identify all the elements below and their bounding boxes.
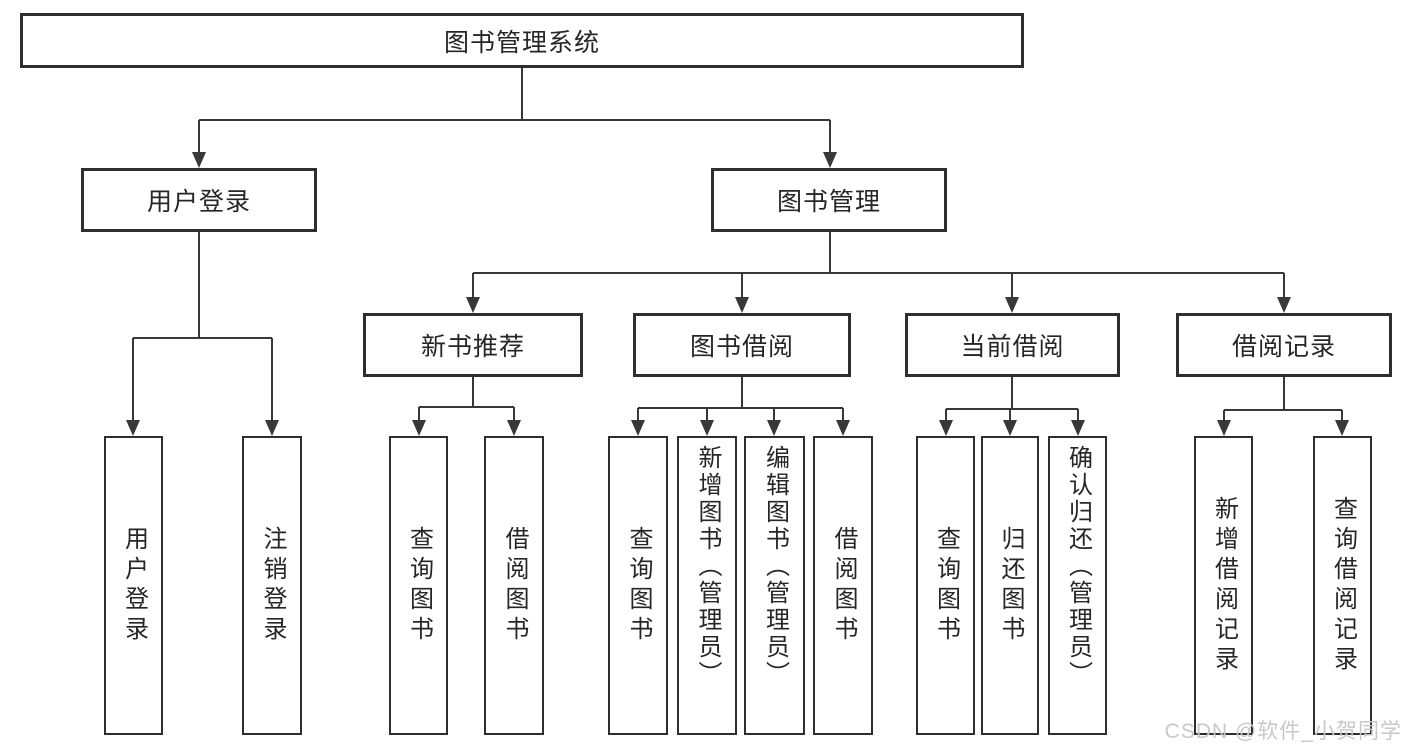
connector-line (1077, 409, 1079, 422)
node-bb-query-books: 查询图书 (608, 436, 668, 735)
node-root: 图书管理系统 (20, 13, 1024, 68)
connector-line (1011, 273, 1013, 299)
node-cb-return-books: 归还图书 (981, 436, 1039, 735)
connector-line (473, 272, 1284, 274)
connector-line (198, 232, 200, 338)
node-label-cb-confirm-return-admin: 确认归还（管理员） (1064, 445, 1092, 688)
connector-line (418, 407, 420, 422)
connector-line (1283, 377, 1285, 410)
node-bb-edit-books-admin: 编辑图书（管理员） (744, 436, 805, 735)
node-bb-borrow-books: 借阅图书 (813, 436, 873, 735)
arrowhead-down-icon (1005, 297, 1019, 313)
arrowhead-down-icon (1071, 420, 1085, 436)
node-label-logout: 注销登录 (259, 525, 286, 646)
connector-line (472, 273, 474, 299)
connector-line (1009, 409, 1011, 422)
connector-line (773, 408, 775, 422)
connector-line (829, 120, 831, 154)
connector-line (271, 338, 273, 422)
connector-line (842, 408, 844, 422)
csdn-watermark: CSDN @软件_小贺同学 (1164, 720, 1402, 743)
connector-line (706, 408, 708, 422)
node-label-root: 图书管理系统 (443, 28, 600, 57)
connector-line (741, 273, 743, 299)
arrowhead-down-icon (1003, 420, 1017, 436)
connector-line (829, 232, 831, 273)
connector-line (945, 409, 947, 422)
arrowhead-down-icon (631, 420, 645, 436)
node-user-login: 用户登录 (81, 168, 317, 232)
connector-line (741, 377, 743, 408)
connector-line (419, 406, 514, 408)
node-br-add-record: 新增借阅记录 (1194, 436, 1253, 735)
arrowhead-down-icon (1335, 420, 1349, 436)
node-book-borrowing: 图书借阅 (633, 313, 851, 377)
connector-line (637, 408, 639, 422)
connector-line (132, 338, 134, 422)
connector-line (1341, 410, 1343, 422)
arrowhead-down-icon (1217, 420, 1231, 436)
arrowhead-down-icon (126, 420, 140, 436)
connector-line (638, 407, 843, 409)
node-login: 用户登录 (104, 436, 163, 735)
node-label-new-book-recommend: 新书推荐 (420, 333, 525, 361)
connector-line (199, 119, 830, 121)
arrowhead-down-icon (767, 420, 781, 436)
arrowhead-down-icon (412, 420, 426, 436)
node-bb-add-books-admin: 新增图书（管理员） (677, 436, 737, 735)
connector-line (1283, 273, 1285, 299)
connector-line (946, 408, 1078, 410)
connector-line (1224, 409, 1342, 411)
node-label-bb-query-books: 查询图书 (625, 525, 652, 646)
connector-line (133, 337, 272, 339)
node-label-nbr-borrow-books: 借阅图书 (501, 525, 528, 646)
arrowhead-down-icon (507, 420, 521, 436)
node-label-cb-query-books: 查询图书 (932, 525, 960, 646)
node-br-query-record: 查询借阅记录 (1313, 436, 1372, 735)
node-label-book-management: 图书管理 (776, 188, 881, 216)
node-label-bb-edit-books-admin: 编辑图书（管理员） (761, 445, 789, 688)
node-label-user-login: 用户登录 (146, 188, 251, 216)
connector-line (513, 407, 515, 422)
node-label-current-borrowing: 当前借阅 (960, 333, 1065, 361)
arrowhead-down-icon (735, 297, 749, 313)
arrowhead-down-icon (939, 420, 953, 436)
connector-line (198, 120, 200, 154)
connector-line (521, 68, 523, 120)
node-current-borrowing: 当前借阅 (905, 313, 1120, 377)
node-nbr-query-books: 查询图书 (389, 436, 448, 735)
connector-line (1223, 410, 1225, 422)
arrowhead-down-icon (466, 297, 480, 313)
node-cb-confirm-return-admin: 确认归还（管理员） (1048, 436, 1107, 735)
connector-line (472, 377, 474, 407)
node-label-br-query-record: 查询借阅记录 (1329, 495, 1357, 676)
arrowhead-down-icon (836, 420, 850, 436)
node-label-login: 用户登录 (120, 525, 148, 646)
connector-line (1011, 377, 1013, 409)
node-nbr-borrow-books: 借阅图书 (484, 436, 544, 735)
node-new-book-recommend: 新书推荐 (363, 313, 583, 377)
node-label-book-borrowing: 图书借阅 (689, 333, 794, 361)
node-logout: 注销登录 (242, 436, 302, 735)
arrowhead-down-icon (823, 152, 837, 168)
arrowhead-down-icon (192, 152, 206, 168)
node-label-br-add-record: 新增借阅记录 (1210, 495, 1238, 676)
node-label-borrowing-records: 借阅记录 (1231, 333, 1336, 361)
node-borrowing-records: 借阅记录 (1176, 313, 1392, 377)
node-cb-query-books: 查询图书 (916, 436, 975, 735)
node-book-management: 图书管理 (711, 168, 947, 232)
node-label-nbr-query-books: 查询图书 (405, 525, 433, 646)
arrowhead-down-icon (1277, 297, 1291, 313)
arrowhead-down-icon (700, 420, 714, 436)
arrowhead-down-icon (265, 420, 279, 436)
node-label-bb-add-books-admin: 新增图书（管理员） (694, 445, 721, 688)
node-label-cb-return-books: 归还图书 (997, 525, 1024, 646)
node-label-bb-borrow-books: 借阅图书 (830, 525, 857, 646)
